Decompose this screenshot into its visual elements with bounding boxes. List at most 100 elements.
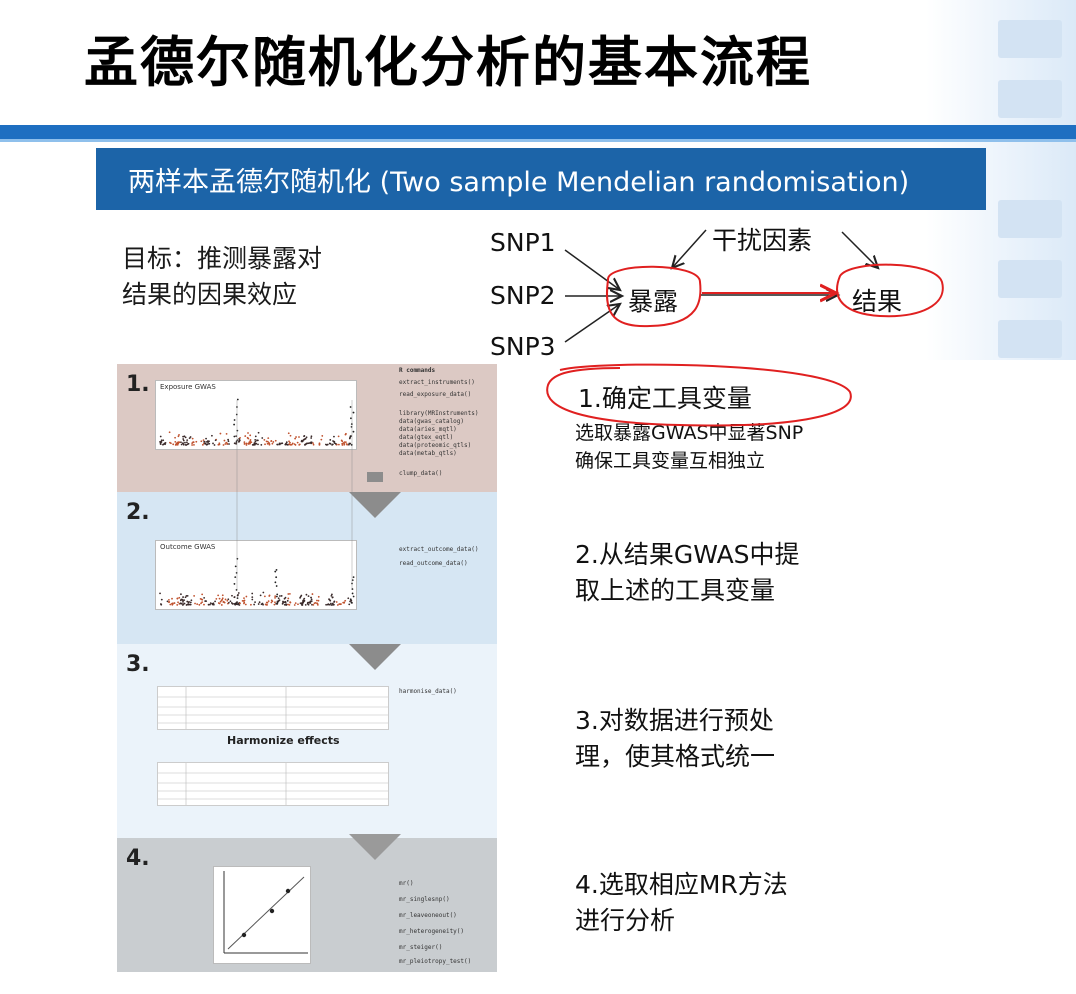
code-line: library(MRInstruments) — [399, 410, 479, 417]
plot-label: Exposure GWAS — [160, 383, 216, 391]
outcome-label: 结果 — [852, 287, 903, 316]
manhattan-dot — [214, 439, 217, 442]
confounder-exposure-arrow — [672, 229, 707, 268]
manhattan-dot — [331, 596, 334, 599]
manhattan-dot — [307, 595, 310, 597]
manhattan-dot — [343, 443, 346, 445]
manhattan-dot — [260, 444, 263, 446]
manhattan-dot — [300, 594, 303, 597]
manhattan-dot — [174, 436, 176, 439]
manhattan-dot — [224, 598, 227, 601]
manhattan-dot — [350, 417, 352, 420]
manhattan-dot — [233, 423, 236, 426]
manhattan-dot — [297, 603, 299, 606]
manhattan-dot — [162, 443, 164, 446]
manhattan-dot — [233, 602, 236, 605]
manhattan-dot — [180, 598, 183, 601]
code-line: data(gtex_eqtl) — [399, 434, 454, 441]
manhattan-dot — [329, 442, 332, 445]
manhattan-dot — [178, 434, 180, 436]
manhattan-dot — [236, 398, 239, 401]
manhattan-dot — [171, 603, 174, 606]
manhattan-dot — [328, 603, 331, 606]
step4-text: 4.选取相应MR方法 进行分析 — [575, 867, 788, 939]
manhattan-dot — [234, 576, 237, 579]
manhattan-dot — [168, 598, 170, 601]
manhattan-dot — [257, 603, 260, 605]
step2-line-2: 取上述的工具变量 — [575, 576, 776, 605]
manhattan-dot — [344, 441, 347, 444]
code-line: mr() — [399, 880, 414, 887]
manhattan-dot — [255, 442, 258, 445]
code-line: extract_outcome_data() — [399, 546, 479, 553]
manhattan-dot — [198, 603, 201, 606]
manhattan-dot — [276, 601, 279, 604]
manhattan-dot — [349, 435, 352, 438]
manhattan-dot — [288, 603, 291, 606]
manhattan-dot — [243, 441, 246, 444]
manhattan-dot — [211, 434, 213, 437]
arrow-down-icon — [349, 644, 401, 670]
manhattan-dot — [176, 443, 179, 446]
harmonize-label: Harmonize effects — [227, 734, 340, 747]
manhattan-dot — [270, 439, 273, 442]
deco-cell — [998, 320, 1062, 358]
code-line: read_outcome_data() — [399, 560, 468, 567]
manhattan-dot — [330, 604, 333, 606]
manhattan-dot — [180, 441, 182, 444]
manhattan-dot — [178, 596, 181, 599]
manhattan-dot — [278, 599, 281, 602]
manhattan-dot — [212, 603, 215, 606]
manhattan-dot — [189, 601, 192, 604]
manhattan-dot — [209, 603, 211, 606]
manhattan-dot — [188, 603, 191, 606]
step2-text: 2.从结果GWAS中提 取上述的工具变量 — [575, 537, 800, 609]
manhattan-dot — [254, 601, 256, 604]
manhattan-dot — [186, 441, 188, 444]
manhattan-dot — [217, 602, 220, 604]
manhattan-dot — [205, 443, 208, 446]
manhattan-dot — [236, 597, 239, 600]
manhattan-dot — [280, 595, 283, 597]
manhattan-dot — [237, 592, 240, 594]
manhattan-dot — [201, 593, 204, 596]
manhattan-dot — [193, 595, 196, 597]
manhattan-dot — [352, 595, 355, 598]
manhattan-dot — [333, 600, 336, 603]
manhattan-dot — [289, 434, 292, 437]
manhattan-dot — [321, 435, 324, 437]
manhattan-dot — [301, 440, 304, 443]
manhattan-dot — [316, 603, 319, 606]
manhattan-dot — [282, 601, 285, 604]
manhattan-dot — [180, 443, 183, 446]
manhattan-dot — [291, 442, 294, 445]
manhattan-dot — [238, 604, 241, 606]
manhattan-dot — [343, 441, 346, 444]
manhattan-dot — [247, 432, 249, 434]
manhattan-dot — [333, 435, 335, 438]
manhattan-dot — [207, 603, 210, 606]
manhattan-dot — [329, 602, 332, 605]
exposure-outcome-table — [157, 686, 389, 730]
manhattan-dot — [251, 592, 254, 595]
code-line: mr_steiger() — [399, 944, 443, 951]
section-banner: 两样本孟德尔随机化 (Two sample Mendelian randomis… — [96, 148, 986, 210]
manhattan-dot — [263, 595, 266, 598]
panel-mr-analysis: 4. mr() mr_singlesnp() mr_leaveoneout() … — [117, 834, 497, 972]
manhattan-dot — [159, 592, 161, 595]
manhattan-dot — [245, 595, 248, 598]
manhattan-dot — [191, 444, 193, 446]
manhattan-dot — [293, 604, 296, 606]
manhattan-dot — [303, 599, 306, 602]
manhattan-dot — [327, 603, 330, 606]
manhattan-dot — [223, 439, 226, 442]
manhattan-dot — [203, 440, 206, 443]
deco-cell — [998, 260, 1062, 298]
manhattan-dot — [186, 600, 189, 603]
manhattan-dot — [304, 603, 307, 606]
manhattan-plot-outcome: Outcome GWAS — [155, 540, 357, 610]
manhattan-dot — [239, 436, 241, 439]
manhattan-dot — [194, 602, 196, 605]
manhattan-dot — [264, 443, 266, 446]
manhattan-dot — [334, 442, 337, 445]
